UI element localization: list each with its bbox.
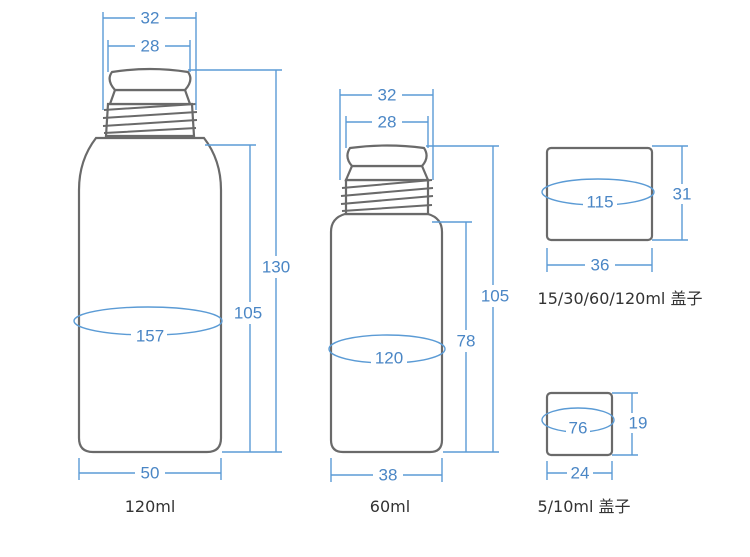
bottle-60ml: 32 28 105 78 120 38 60ml (328, 85, 514, 516)
dim-circumference: 120 (375, 349, 403, 368)
cap-label: 5/10ml 盖子 (537, 497, 630, 516)
dim-height: 31 (673, 185, 692, 204)
dim-cap-inner: 28 (141, 37, 160, 56)
dim-cap-outer: 32 (378, 86, 397, 105)
cap-large: 31 115 36 15/30/60/120ml 盖子 (538, 145, 703, 308)
cap-label: 15/30/60/120ml 盖子 (538, 289, 703, 308)
dim-diameter: 36 (591, 256, 610, 275)
dim-total-height: 105 (481, 287, 509, 306)
dim-diameter: 38 (379, 466, 398, 485)
dim-cap-inner: 28 (378, 113, 397, 132)
bottle-label: 60ml (370, 497, 410, 516)
dim-circumference: 157 (136, 327, 164, 346)
bottle-120ml: 32 28 130 105 157 50 120ml (73, 8, 294, 516)
bottle-label: 120ml (125, 497, 176, 516)
dim-circumference: 76 (569, 419, 588, 438)
dim-body-height: 78 (457, 332, 476, 351)
dim-height: 19 (629, 414, 648, 433)
dim-circumference: 115 (586, 193, 613, 212)
dim-total-height: 130 (262, 258, 290, 277)
dim-body-height: 105 (234, 304, 262, 323)
cap-small: 19 76 24 5/10ml 盖子 (537, 391, 652, 516)
dim-diameter: 50 (141, 464, 160, 483)
dim-cap-outer: 32 (141, 9, 160, 28)
dim-diameter: 24 (571, 464, 590, 483)
